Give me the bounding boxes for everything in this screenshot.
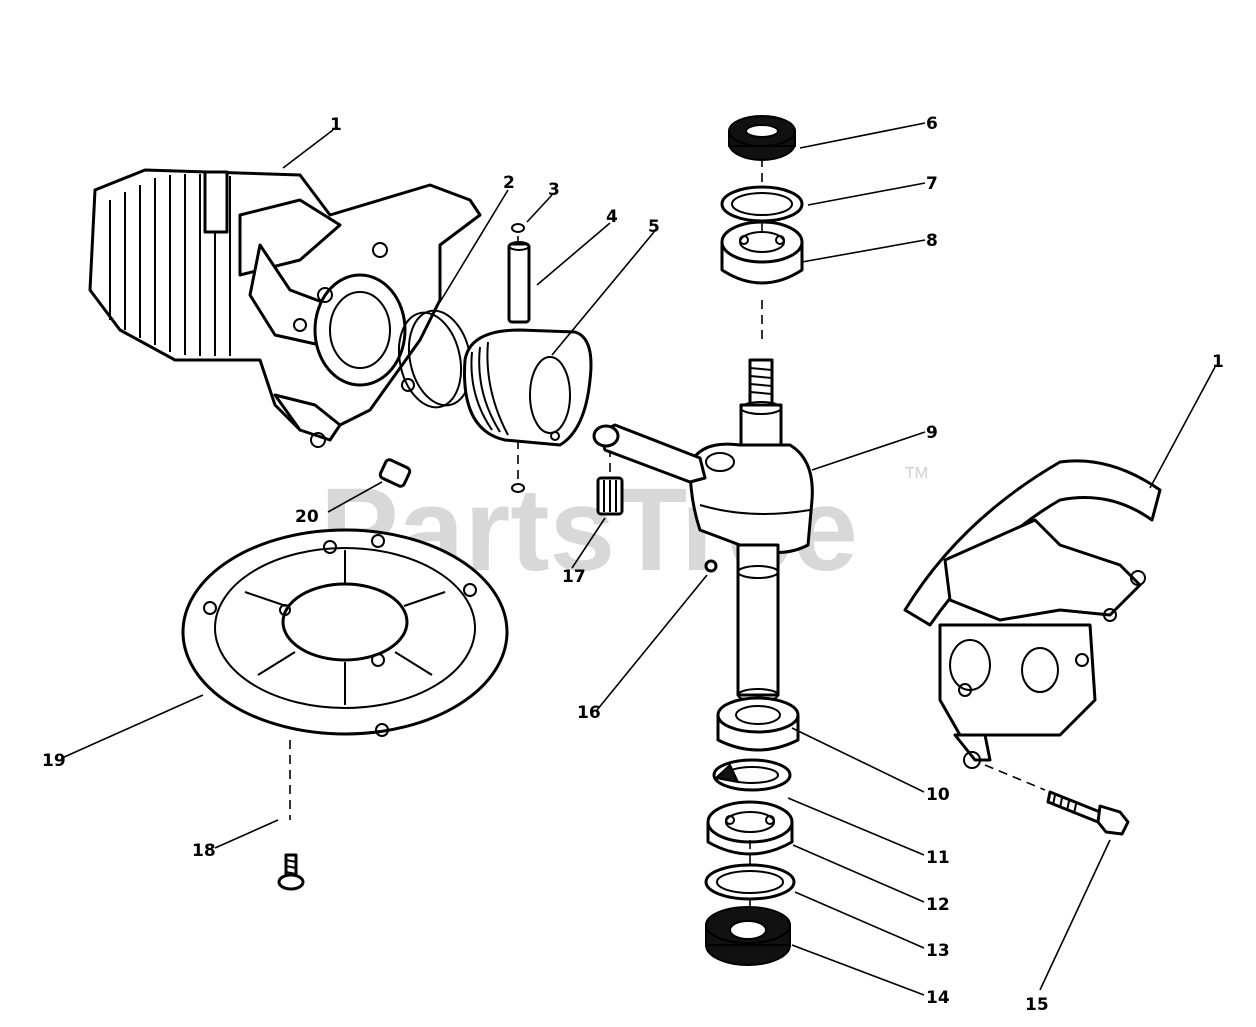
crankcase-cylinder-part[interactable]	[88, 168, 482, 448]
callout-1-left: 1	[330, 115, 342, 135]
callout-18: 18	[192, 841, 216, 861]
callout-4: 4	[606, 207, 618, 227]
callout-8: 8	[926, 231, 938, 251]
crankshaft-part[interactable]	[592, 358, 814, 702]
callout-14: 14	[926, 988, 950, 1008]
callout-15: 15	[1025, 995, 1049, 1015]
wrist-pin-part[interactable]	[507, 241, 531, 324]
ball-bearing-top-part[interactable]	[720, 220, 804, 285]
wrist-pin-clip-part[interactable]	[511, 223, 525, 493]
crankcase-half-right-part[interactable]	[903, 459, 1162, 769]
retaining-ring-part[interactable]	[712, 758, 792, 792]
needle-bearing-part[interactable]	[596, 476, 624, 516]
callout-16: 16	[577, 703, 601, 723]
callout-20: 20	[295, 507, 319, 527]
callout-10: 10	[926, 785, 950, 805]
callout-9: 9	[926, 423, 938, 443]
callout-3: 3	[548, 180, 560, 200]
callout-17: 17	[562, 567, 586, 587]
leader-lines	[61, 122, 1216, 996]
callout-7: 7	[926, 174, 938, 194]
oil-seal-bottom-part[interactable]	[705, 906, 791, 966]
sleeve-part-20[interactable]	[378, 458, 412, 488]
callout-12: 12	[926, 895, 950, 915]
piston-part[interactable]	[463, 328, 593, 447]
screw-part-18[interactable]	[277, 853, 305, 891]
seal-holder-part[interactable]	[716, 696, 800, 752]
bolt-part-15[interactable]	[1046, 790, 1130, 836]
ball-part-16[interactable]	[704, 559, 718, 573]
callout-5: 5	[648, 217, 660, 237]
back-plate-part[interactable]	[181, 528, 509, 737]
watermark-trademark: TM	[905, 465, 928, 482]
washer-bottom-part[interactable]	[704, 863, 796, 901]
callout-1-right: 1	[1212, 352, 1224, 372]
callout-2: 2	[503, 173, 515, 193]
callout-19: 19	[42, 751, 66, 771]
oil-seal-top-part[interactable]	[728, 115, 796, 161]
callout-labels: 1 2 3 4 5 6 7 8 9 1 20 17 16 19 10 11 12…	[42, 114, 1224, 1015]
callout-6: 6	[926, 114, 938, 134]
washer-top-part[interactable]	[720, 185, 804, 223]
callout-13: 13	[926, 941, 950, 961]
callout-11: 11	[926, 848, 950, 868]
